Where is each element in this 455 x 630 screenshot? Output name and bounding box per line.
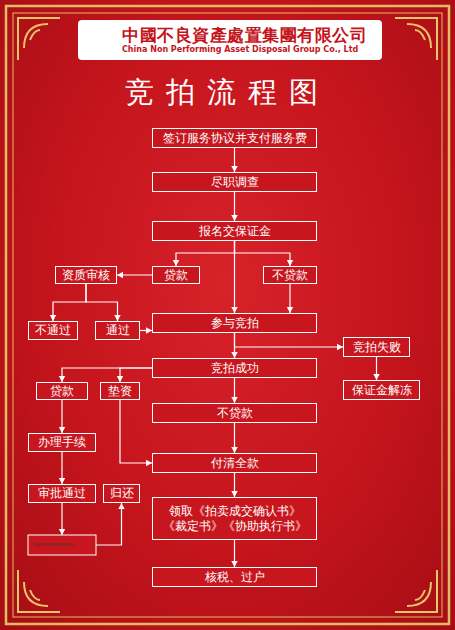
flow-arrow [173,241,235,266]
connector-line [234,473,235,497]
process-box: 报名交保证金 [152,221,317,241]
connector-line [235,241,291,266]
process-box: 贷款 [36,382,88,400]
connector-line [234,241,235,313]
process-box: 归还 [103,484,140,503]
box-label: 竞拍失败 [353,340,401,355]
connector-line [234,540,235,567]
box-label: 办理手续 [38,435,86,450]
box-label: 参与竞拍 [211,316,259,331]
company-name: 中國不良資產處置集團有限公司 [122,25,367,45]
connector-line [289,284,290,313]
connector-line [234,378,235,403]
box-label: 签订服务协议并支付服务费 [163,131,307,146]
connector-line [61,503,62,535]
flow-arrow [59,452,65,484]
process-box: 核税、过户 [152,567,317,587]
process-box: 办理手续 [28,433,96,452]
process-box: 不通过 [28,321,78,340]
header-banner: 中國不良資產處置集團有限公司China Non Performing Asset… [78,20,382,60]
process-box: 保证金解冻 [343,380,420,400]
flow-arrow [231,423,237,453]
process-box: 不贷款 [263,266,317,284]
diagram-title: 竞拍流程图 [0,72,455,112]
flow-arrow [231,378,237,403]
box-label: 贷款 [50,384,74,399]
process-box: 签订服务协议并支付服务费 [152,128,317,148]
connector-line [86,284,118,321]
connector-line [117,274,152,275]
flow-arrow [287,284,293,313]
flow-arrow [231,473,237,497]
process-box: 贷款 [152,266,200,284]
flow-arrow [117,272,152,278]
connector-line [234,148,235,172]
process-box: 通过 [95,321,140,340]
box-label: 付清全款 [211,456,259,471]
connector-line [61,400,62,433]
arrow-head [117,272,123,278]
process-box: 领取《拍卖成交确认书》 《裁定书》《协助执行书》 [152,497,317,540]
box-label: 归还 [110,486,134,501]
process-box: 审批通过 [28,484,96,503]
flow-arrow [117,368,152,382]
arrow-head [59,529,65,535]
flow-arrow [59,400,65,433]
connector-line [96,503,122,545]
flow-arrow [231,333,237,358]
flow-arrow [59,503,125,545]
process-box: 竞拍失败 [343,337,410,357]
connector-line [62,368,152,382]
connector-line [53,284,86,321]
flow-arrow [140,327,152,333]
box-label: 保证金解冻 [352,383,412,398]
flow-arrow [235,241,294,266]
box-label: 贷款 [164,268,188,283]
box-label: 竞拍成功 [211,361,259,376]
connector-line [235,333,344,347]
process-box: 资质审核 [55,266,117,284]
flow-arrow [86,284,121,321]
connector-line [234,192,235,221]
process-box: 参与竞拍 [152,313,317,333]
flow-arrow [50,284,86,321]
box-label: 通过 [106,323,130,338]
blank-box [28,535,96,555]
box-label: 垫资 [108,384,132,399]
flow-arrow [231,192,237,221]
connector-line [376,357,377,380]
connector-line [234,423,235,453]
flow-arrow [231,241,237,313]
box-label: 核税、过户 [205,570,265,585]
flow-arrow [235,333,344,350]
connector-line [140,330,152,331]
box-label: 尽职调查 [211,175,259,190]
connector-line [61,452,62,484]
connector-line [120,368,152,382]
box-label: 领取《拍卖成交确认书》 《裁定书》《协助执行书》 [156,504,313,534]
flow-arrow [59,368,152,382]
flow-arrow [373,357,379,380]
box-label: 不贷款 [272,268,308,283]
process-box: 竞拍成功 [152,358,317,378]
process-box: 垫资 [100,382,140,400]
process-box: 不贷款 [152,403,317,423]
company-name-english: China Non Performing Asset Disposal Grou… [122,45,358,55]
flow-arrow [231,540,237,567]
box-label: 不贷款 [217,406,253,421]
connector-line [176,241,235,266]
process-box: 尽职调查 [152,172,317,192]
box-label: 审批通过 [38,486,86,501]
flow-arrow [120,400,152,466]
process-box: 付清全款 [152,453,317,473]
box-label: 不通过 [35,323,71,338]
flow-arrow [231,148,237,172]
box-label: 报名交保证金 [199,224,271,239]
connector-line [234,333,235,358]
box-label: 资质审核 [62,268,110,283]
connector-line [120,400,152,463]
arrow-head [118,503,124,509]
